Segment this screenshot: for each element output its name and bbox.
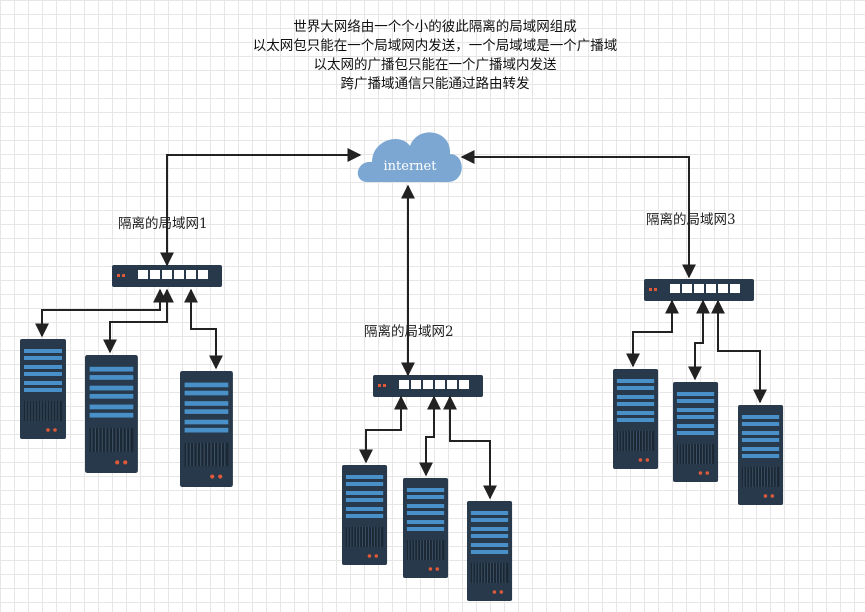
caption-line-2: 以太网包只能在一个局域网内发送，一个局域域是一个广播域	[252, 38, 618, 54]
switch-lan-2	[373, 375, 483, 397]
server-lan3-a	[612, 368, 659, 470]
caption-line-4: 跨广播域通信只能通过路由转发	[340, 76, 530, 92]
link-lan2-c	[443, 395, 497, 500]
connection-lines	[35, 148, 767, 500]
server-lan2-b	[402, 477, 449, 579]
switch-lan-1	[112, 265, 222, 287]
server-lan1-c	[179, 370, 234, 488]
link-lan1-b	[103, 288, 174, 354]
server-lan1-a	[19, 338, 67, 440]
server-lan2-c	[466, 500, 513, 602]
link-internet-lan3	[460, 150, 696, 279]
link-lan3-b	[688, 299, 710, 381]
cloud-icon	[357, 132, 462, 182]
cloud-label: internet	[384, 159, 438, 174]
server-lan1-b	[84, 354, 139, 474]
switch-lan-3	[644, 279, 754, 301]
caption-line-3: 以太网的广播包只能在一个广播域内发送	[313, 57, 557, 73]
diagram-caption: 世界大网络由一个个小的彼此隔离的局域网组成 以太网包只能在一个局域网内发送，一个…	[200, 18, 670, 94]
server-lan2-a	[341, 464, 388, 566]
server-lan3-c	[737, 404, 784, 506]
link-lan2-a	[359, 395, 408, 464]
link-lan1-a	[35, 288, 167, 338]
link-internet-lan1	[160, 148, 362, 267]
server-lan3-b	[672, 381, 719, 483]
link-lan3-a	[626, 299, 679, 368]
internet-cloud: internet	[357, 132, 462, 182]
link-lan3-c	[711, 299, 767, 404]
link-lan1-c	[184, 288, 223, 370]
link-lan2-b	[419, 395, 441, 477]
caption-line-1: 世界大网络由一个个小的彼此隔离的局域网组成	[293, 19, 577, 35]
